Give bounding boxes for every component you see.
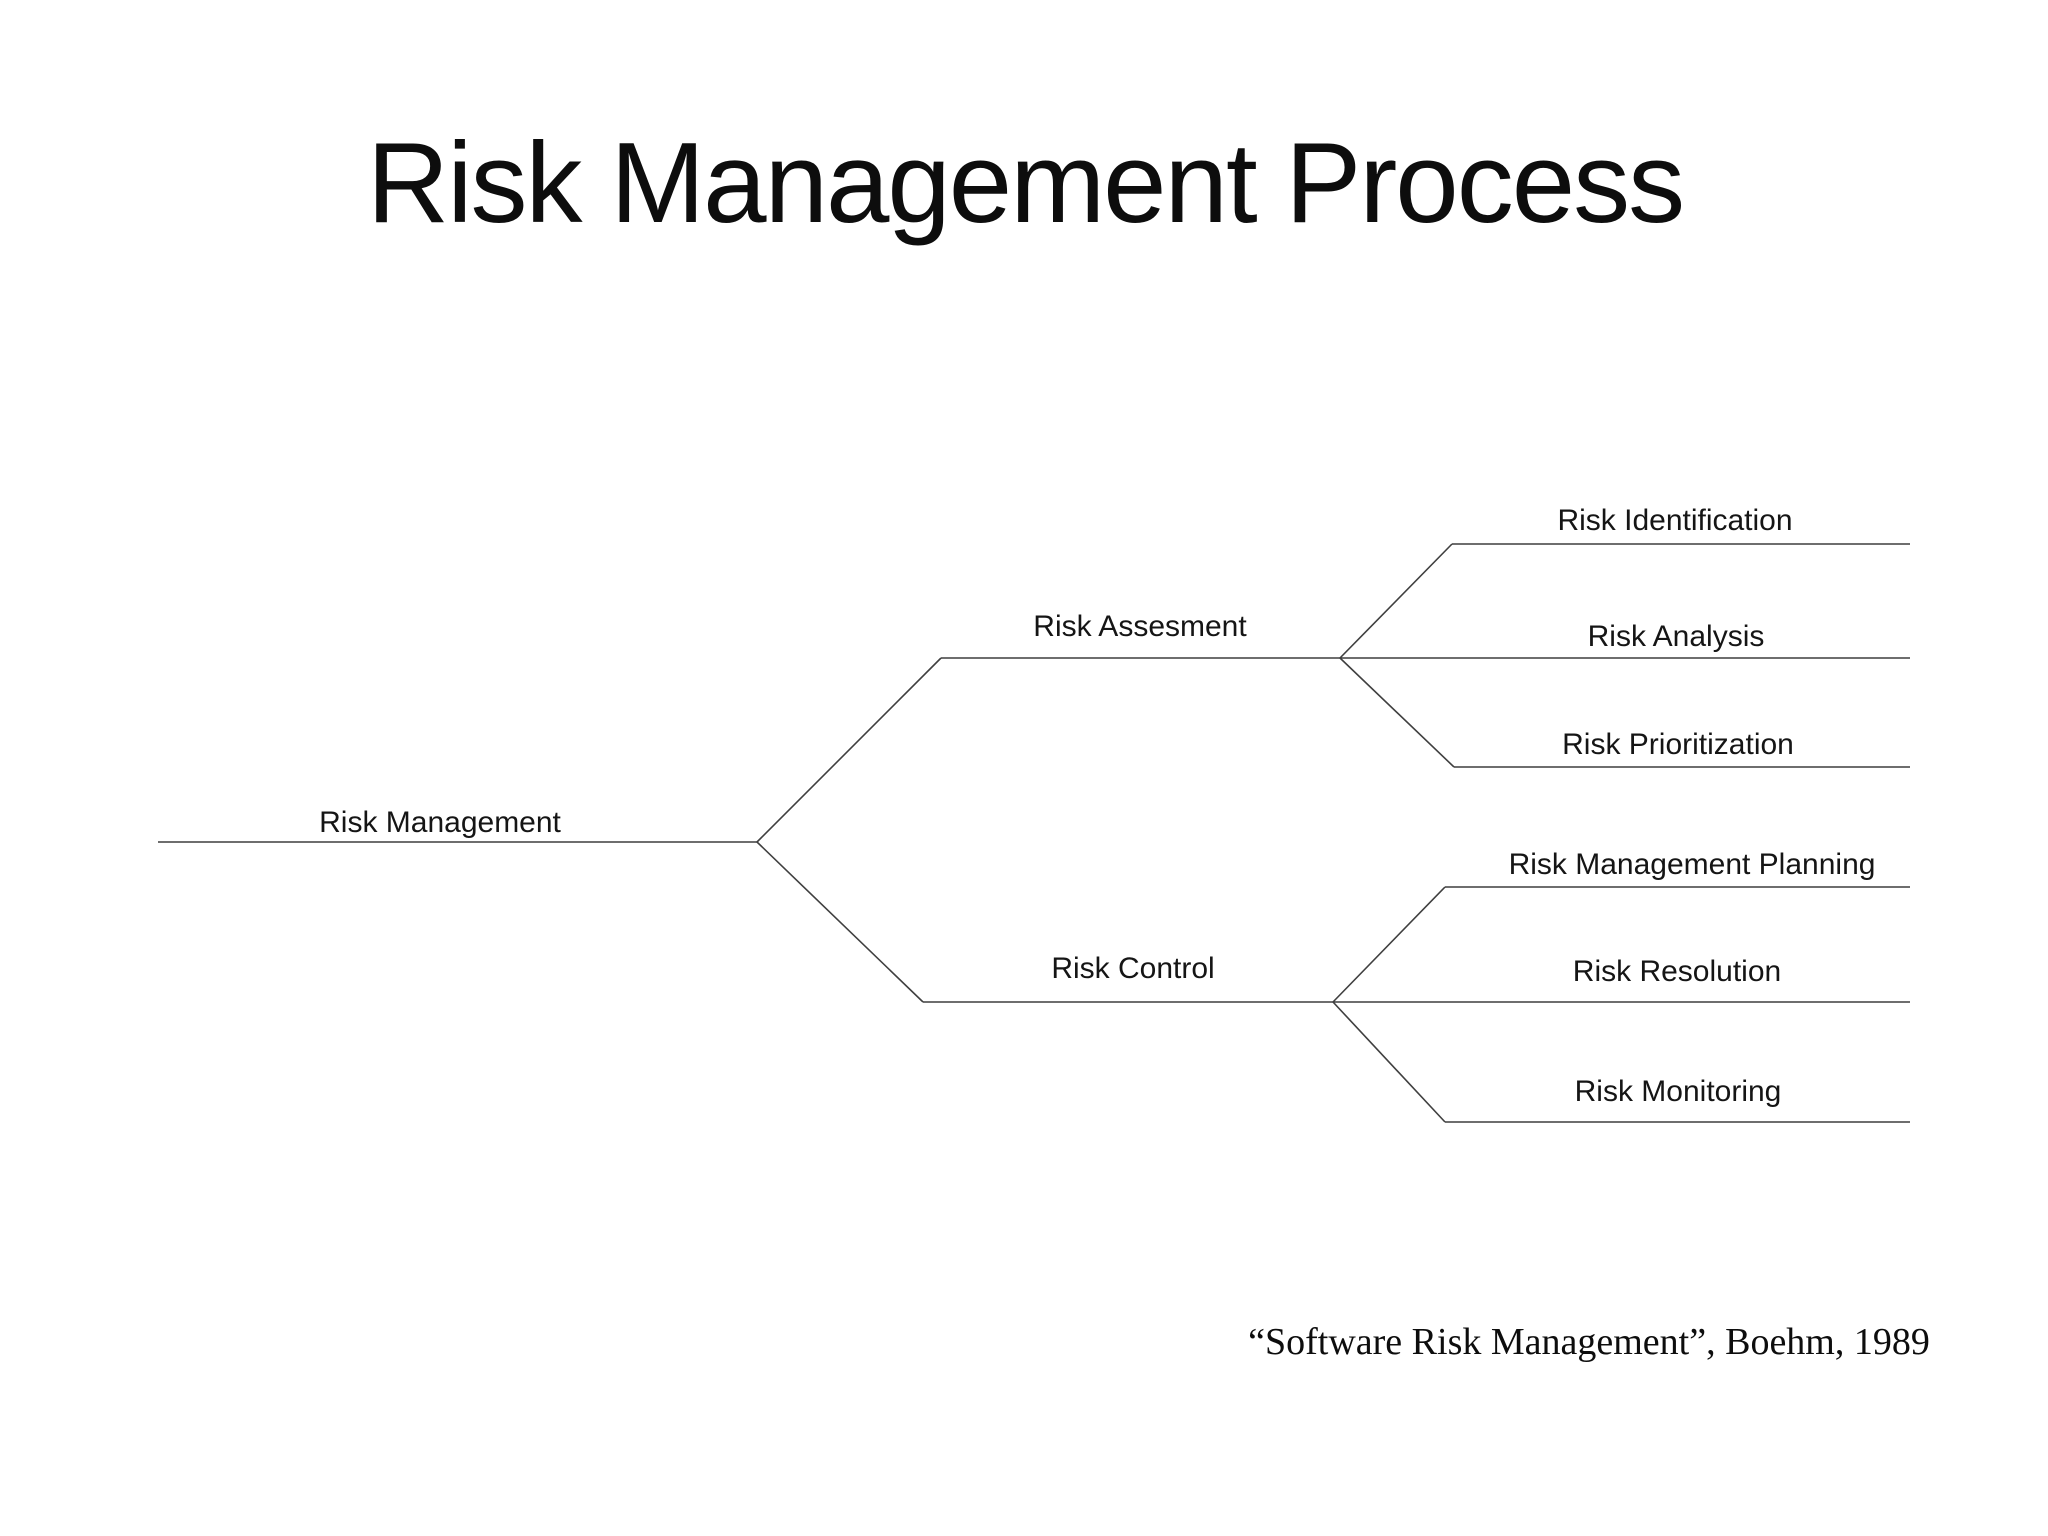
node-risk-management-planning: Risk Management Planning [1508, 848, 1876, 881]
node-risk-monitoring: Risk Monitoring [1574, 1075, 1782, 1108]
node-risk-assessment: Risk Assesment [1033, 610, 1247, 643]
line-control-to-monitoring [1332, 1001, 1446, 1123]
node-risk-management: Risk Management [319, 806, 561, 839]
node-risk-identification: Risk Identification [1557, 504, 1793, 537]
node-risk-analysis: Risk Analysis [1587, 620, 1765, 653]
line-root-to-assessment [756, 657, 942, 843]
line-control-to-planning [1332, 886, 1446, 1003]
slide-title: Risk Management Process [366, 120, 1685, 247]
line-root-to-control [756, 841, 924, 1003]
node-risk-control: Risk Control [1051, 952, 1215, 985]
node-risk-resolution: Risk Resolution [1572, 955, 1782, 988]
citation-text: “Software Risk Management”, Boehm, 1989 [1248, 1321, 1930, 1363]
node-risk-prioritization: Risk Prioritization [1562, 728, 1794, 761]
line-assessment-to-identification [1339, 543, 1453, 659]
line-assessment-to-prioritization [1339, 657, 1455, 768]
